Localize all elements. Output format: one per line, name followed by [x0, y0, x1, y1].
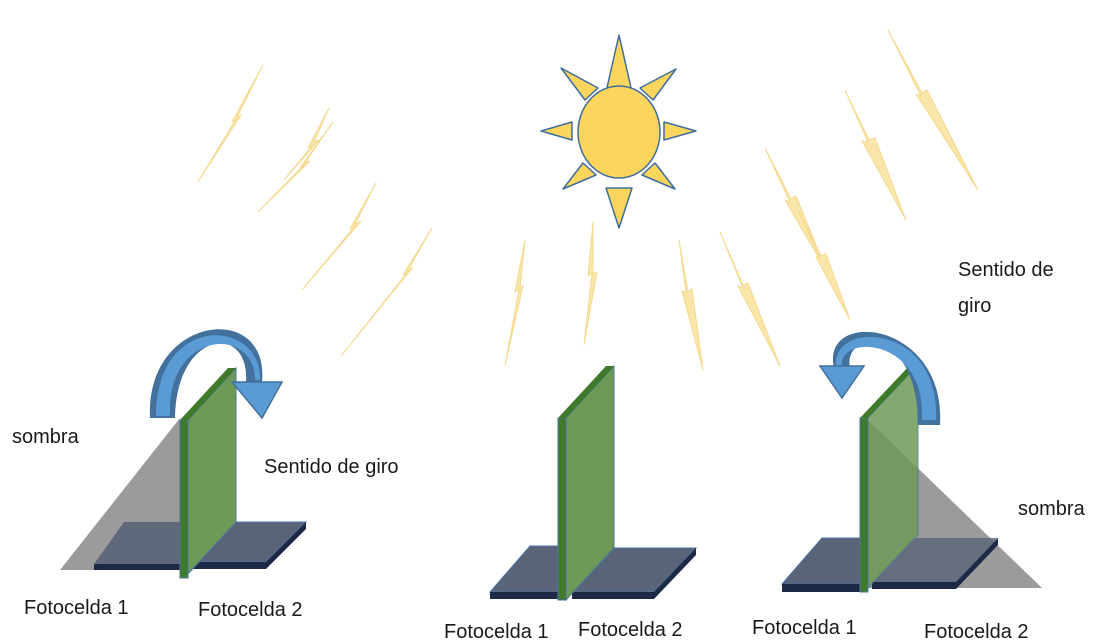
left-shadow-label: sombra: [12, 426, 79, 448]
center-tracker: [488, 364, 698, 602]
right-rotation-label-line1: Sentido de: [958, 259, 1054, 281]
sun-beam: [719, 231, 781, 367]
rotation-arrow-icon: [818, 331, 941, 425]
center-photocell-2-label: Fotocelda 2: [578, 619, 683, 641]
sun-beam: [504, 239, 526, 366]
left-photocell-2: [190, 521, 308, 569]
sun-beam: [283, 107, 330, 181]
right-rotation-label-line2: giro: [958, 295, 992, 317]
left-tracker: [60, 329, 308, 579]
rotation-arrow-icon: [149, 329, 284, 420]
sun-beam: [844, 89, 907, 221]
sun-beams: [197, 29, 979, 371]
center-photocell-1-label: Fotocelda 1: [444, 621, 549, 643]
left-photocell-1: [94, 522, 180, 570]
sun-icon: [540, 34, 697, 229]
sun-beam: [340, 227, 433, 357]
right-tracker: [780, 331, 1042, 593]
right-shadow-label: sombra: [1018, 498, 1085, 520]
sun-beam: [887, 29, 979, 191]
right-photocell-2-label: Fotocelda 2: [924, 621, 1029, 643]
right-panel: [859, 363, 919, 593]
sun-beam: [678, 239, 704, 371]
left-photocell-2-label: Fotocelda 2: [198, 599, 303, 621]
left-panel: [179, 366, 237, 579]
sun-beam: [257, 121, 334, 213]
sun-beam: [301, 182, 377, 291]
right-photocell-1: [780, 537, 861, 592]
right-photocell-1-label: Fotocelda 1: [752, 617, 857, 639]
left-photocell-1-label: Fotocelda 1: [24, 597, 129, 619]
center-photocell-1: [488, 545, 559, 599]
left-rotation-label: Sentido de giro: [264, 456, 399, 478]
sun-beam: [197, 64, 264, 183]
sun-beam: [583, 221, 598, 346]
sun-beam: [797, 209, 851, 321]
center-panel: [557, 364, 615, 602]
